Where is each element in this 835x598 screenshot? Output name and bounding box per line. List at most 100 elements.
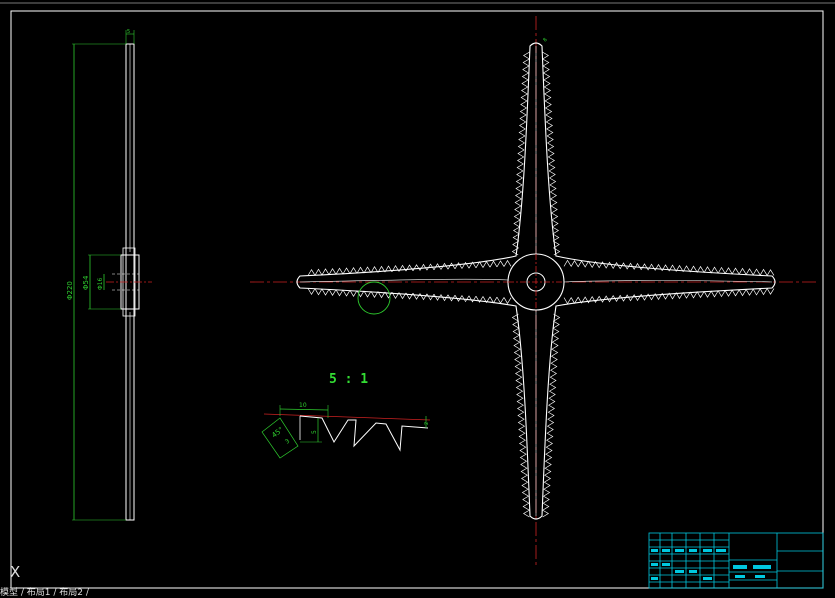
serration-tooth xyxy=(552,233,560,242)
serration-tooth xyxy=(612,261,621,269)
serration-tooth xyxy=(370,266,379,273)
serration-tooth xyxy=(468,295,477,303)
serration-tooth xyxy=(349,267,358,274)
serration-tooth xyxy=(668,264,677,272)
serration-tooth xyxy=(549,376,557,385)
front-view-inner-edge xyxy=(299,278,509,283)
drawing-frame xyxy=(10,10,824,589)
serration-tooth xyxy=(391,292,400,299)
serration-tooth xyxy=(391,265,400,272)
serration-tooth xyxy=(513,212,521,221)
serration-tooth xyxy=(349,290,358,297)
serration-tooth xyxy=(570,297,579,304)
serration-tooth xyxy=(547,418,555,427)
serration-tooth xyxy=(542,65,550,74)
serration-tooth xyxy=(522,58,530,67)
serration-tooth xyxy=(405,264,414,272)
title-block-text xyxy=(753,565,771,569)
serration-tooth xyxy=(521,72,529,81)
serration-tooth xyxy=(542,502,550,511)
serration-tooth xyxy=(447,294,456,302)
serration-tooth xyxy=(515,383,523,392)
serration-tooth xyxy=(552,320,560,329)
serration-tooth xyxy=(710,266,719,274)
serration-tooth xyxy=(547,149,555,158)
serration-tooth xyxy=(489,260,498,268)
serration-tooth xyxy=(342,289,351,297)
serration-tooth xyxy=(482,260,491,268)
serration-tooth xyxy=(550,369,558,378)
serration-tooth xyxy=(519,453,527,462)
serration-tooth xyxy=(335,289,344,297)
serration-tooth xyxy=(552,327,560,336)
serration-tooth xyxy=(710,290,719,298)
serration-tooth xyxy=(598,261,607,269)
dim-outer-diameter: Φ220 xyxy=(66,281,74,300)
title-block-text xyxy=(755,575,765,578)
serration-tooth xyxy=(548,390,556,399)
serration-tooth xyxy=(547,411,555,420)
serration-tooth xyxy=(640,293,649,301)
serration-tooth xyxy=(513,219,521,228)
serration-tooth xyxy=(440,262,449,270)
serration-tooth xyxy=(619,262,628,270)
serration-tooth xyxy=(542,51,550,60)
serration-tooth xyxy=(454,262,463,270)
serration-tooth xyxy=(433,294,442,301)
serration-tooth xyxy=(518,121,526,130)
detail-base-line xyxy=(263,413,431,421)
serration-tooth xyxy=(570,260,579,267)
serration-tooth xyxy=(551,348,559,357)
serration-tooth xyxy=(468,261,477,269)
serration-tooth xyxy=(731,267,740,275)
serration-tooth xyxy=(551,212,559,221)
serration-tooth xyxy=(518,432,526,441)
serration-tooth xyxy=(545,453,553,462)
serration-tooth xyxy=(731,289,740,297)
serration-tooth xyxy=(328,267,337,275)
serration-tooth xyxy=(661,264,670,272)
serration-tooth xyxy=(522,495,530,504)
detail-scale-label: 5 : 1 xyxy=(329,372,368,387)
serration-tooth xyxy=(675,264,684,272)
serration-tooth xyxy=(517,149,525,158)
serration-tooth xyxy=(496,296,505,304)
serration-tooth xyxy=(426,263,435,271)
serration-tooth xyxy=(503,297,512,305)
serration-tooth xyxy=(512,233,520,242)
serration-tooth xyxy=(328,289,337,297)
serration-tooth xyxy=(548,156,556,165)
serration-tooth xyxy=(542,509,550,518)
serration-tooth xyxy=(518,135,526,144)
serration-tooth xyxy=(682,265,691,273)
serration-tooth xyxy=(546,121,554,130)
serration-tooth xyxy=(577,296,586,304)
serration-tooth xyxy=(543,79,551,88)
serration-tooth xyxy=(543,481,551,490)
layout-tabs[interactable]: 模型 / 布局1 / 布局2 / xyxy=(0,588,89,598)
serration-tooth xyxy=(563,297,572,305)
serration-tooth xyxy=(647,293,656,301)
serration-tooth xyxy=(522,509,530,518)
serration-tooth xyxy=(752,288,761,296)
serration-tooth xyxy=(689,265,698,273)
serration-tooth xyxy=(342,267,351,275)
serration-tooth xyxy=(605,295,614,303)
side-view: Φ220 Φ54 Φ16 5 xyxy=(66,29,152,521)
serration-tooth xyxy=(515,184,523,193)
serration-tooth xyxy=(553,247,561,256)
serration-tooth xyxy=(633,262,642,270)
serration-tooth xyxy=(703,266,712,274)
front-view-tooth-label: 8 xyxy=(542,37,548,43)
serration-tooth xyxy=(647,263,656,271)
serration-tooth xyxy=(548,170,556,179)
serration-tooth xyxy=(307,288,316,296)
title-block xyxy=(648,532,824,589)
serration-tooth xyxy=(696,265,705,273)
serration-tooth xyxy=(426,293,435,301)
serration-tooth xyxy=(521,488,529,497)
serration-tooth xyxy=(512,327,520,336)
title-block-text xyxy=(651,563,658,566)
serration-tooth xyxy=(759,288,768,296)
